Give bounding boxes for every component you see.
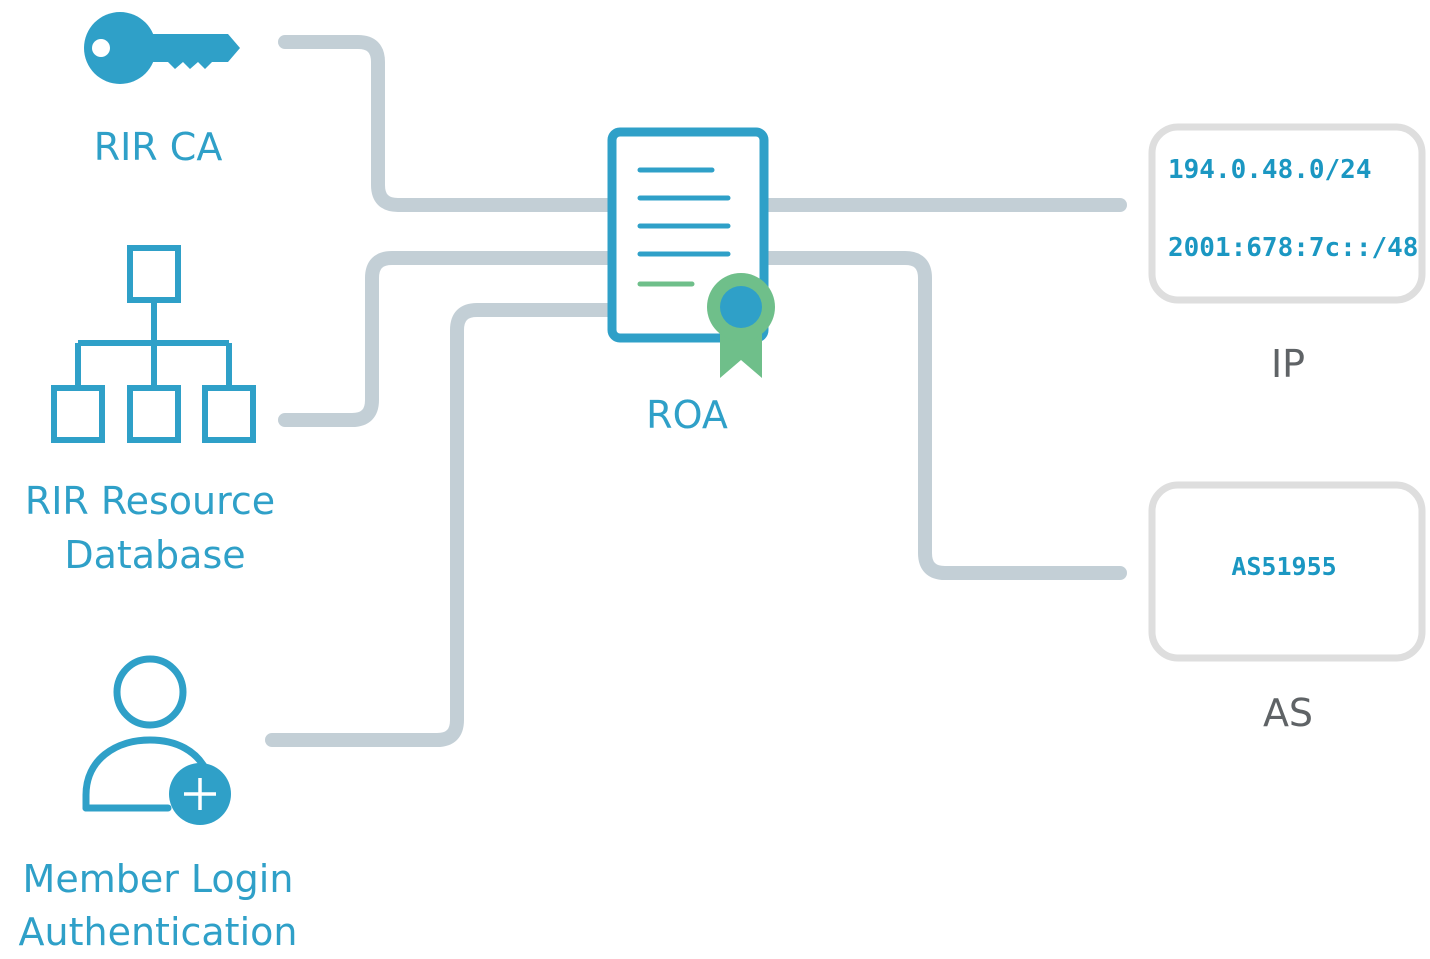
hierarchy-icon <box>51 245 256 443</box>
ip-prefix-v6: 2001:678:7c::/48 <box>1168 233 1418 263</box>
connector-rir-ca <box>278 35 619 212</box>
connector-as <box>759 251 1127 580</box>
member-login-label-line1: Member Login <box>23 857 294 901</box>
as-label: AS <box>1263 691 1313 735</box>
as-box: AS51955 <box>1148 481 1426 662</box>
member-login-label-line2: Authentication <box>19 910 298 954</box>
connectors <box>265 35 1127 747</box>
document-certificate-icon <box>607 127 775 378</box>
as-number: AS51955 <box>1231 552 1336 581</box>
resource-db-label-line2: Database <box>64 533 245 577</box>
seal-icon <box>707 273 775 378</box>
connector-resource-db <box>278 251 619 427</box>
ip-box: 194.0.48.0/24 2001:678:7c::/48 <box>1148 123 1426 304</box>
ip-label: IP <box>1271 342 1305 386</box>
add-user-icon <box>82 655 231 825</box>
key-icon <box>84 12 240 84</box>
roa-label: ROA <box>646 393 728 437</box>
ip-prefix-v4: 194.0.48.0/24 <box>1168 155 1372 185</box>
connector-member-login <box>265 303 619 747</box>
resource-db-label-line1: RIR Resource <box>25 479 275 523</box>
rir-ca-label: RIR CA <box>94 125 223 169</box>
